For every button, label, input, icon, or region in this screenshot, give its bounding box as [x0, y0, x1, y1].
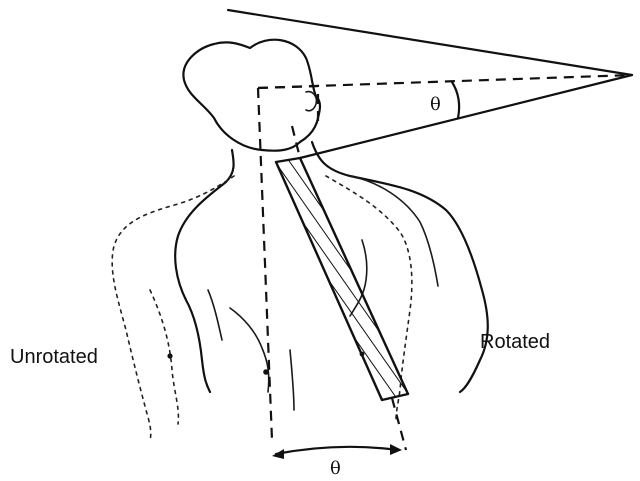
arc-arrowhead-left — [272, 449, 284, 459]
rotated-marker-dot — [360, 352, 365, 357]
angle-arc-bottom — [276, 447, 398, 454]
rotated-body-hatched-bar — [276, 158, 408, 400]
sight-line-bottom — [300, 75, 632, 158]
arc-arrowhead-right — [390, 444, 402, 455]
angle-arc-top — [452, 82, 459, 118]
head-outline — [183, 40, 320, 151]
theta-label-bottom: θ — [330, 458, 341, 479]
torso-left-outline — [175, 150, 233, 392]
unrotated-axis-dashed — [258, 88, 272, 440]
unrotated-marker-dot — [263, 369, 269, 375]
rotated-axis-dashed-bottom — [392, 398, 406, 450]
torso-lower-left — [208, 290, 222, 340]
theta-label-top: θ — [430, 94, 441, 115]
unrotated-outline-left-inner — [150, 290, 178, 424]
unrotated-outline-left — [112, 176, 234, 440]
spine-curve — [230, 308, 269, 392]
unrotated-leader-dot — [167, 353, 172, 358]
rotated-label: Rotated — [480, 331, 550, 353]
right-shoulder-line — [350, 176, 438, 286]
ear — [306, 92, 316, 111]
lower-body-line — [290, 350, 294, 410]
unrotated-label: Unrotated — [10, 346, 98, 368]
